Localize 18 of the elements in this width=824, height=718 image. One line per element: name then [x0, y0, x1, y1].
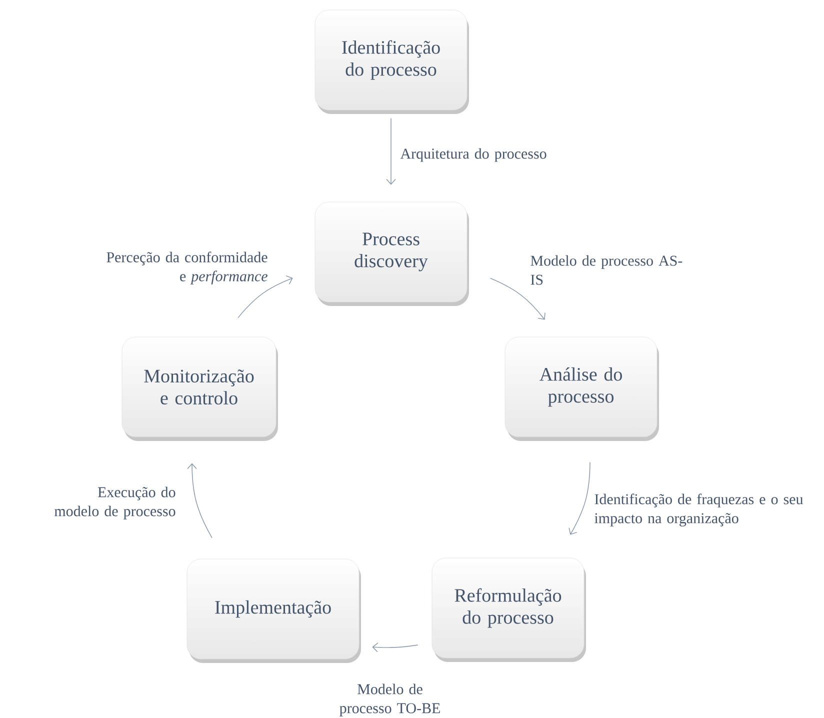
edge-label: Arquitetura do processo — [400, 148, 546, 162]
process-box: Process discovery — [314, 202, 469, 306]
process-box: Análise do processo — [504, 336, 659, 441]
edge-label: Perceção da conformidade e performance — [106, 252, 268, 284]
arrow — [187, 463, 212, 538]
process-box: Reformulação do processo — [432, 558, 586, 662]
arrow — [490, 278, 546, 320]
arrow — [238, 275, 293, 318]
arrow — [386, 118, 396, 185]
arrow — [568, 462, 590, 535]
arrow — [372, 642, 418, 652]
edge-label: Identificação de fraquezas e o seu impacto na organização — [594, 494, 804, 526]
process-box: Identificação do processo — [314, 10, 469, 114]
process-box: Implementação — [186, 558, 361, 663]
edge-label: Modelo de processo TO-BE — [340, 684, 440, 716]
edge-label: Execução do modelo de processo — [54, 486, 176, 520]
edge-label: Modelo de processo AS-IS — [530, 255, 682, 285]
process-box: Monitorização e controlo — [122, 336, 278, 441]
